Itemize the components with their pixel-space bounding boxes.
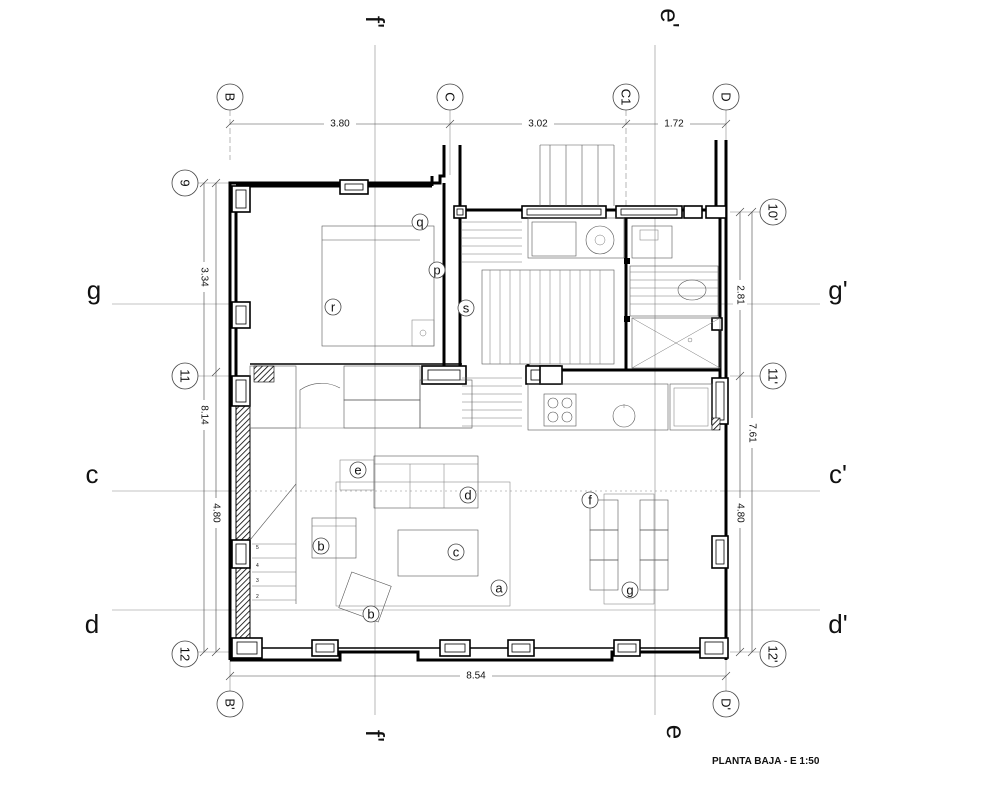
grid-bubble-10p xyxy=(759,198,787,226)
grid-bubble-11 xyxy=(171,362,199,390)
grid-label-b-prime: B' xyxy=(223,698,238,709)
grid-label-d: D xyxy=(719,92,734,101)
room-labels: q p r s e d f b c a g b xyxy=(312,213,639,623)
room-label-a: a xyxy=(495,581,503,596)
dim-bottom: 8.54 xyxy=(466,671,486,682)
grid-bubble-9 xyxy=(171,169,199,197)
grid-label-11: 11 xyxy=(178,369,193,383)
grid-label-11p: 11' xyxy=(766,368,781,384)
dim-right-total: 7.61 xyxy=(747,423,758,443)
dim-left-total: 8.14 xyxy=(199,405,210,425)
grid-bubble-12 xyxy=(171,640,199,668)
room-label-d: d xyxy=(464,488,471,503)
room-label-f: f xyxy=(588,493,592,508)
drawing-title: PLANTA BAJA - E 1:50 xyxy=(712,756,820,767)
dim-top-1: 3.80 xyxy=(330,119,350,130)
room-label-q: q xyxy=(416,215,423,230)
grid-bubble-12p xyxy=(759,640,787,668)
grid-label-d-prime: D' xyxy=(719,698,734,710)
dim-left-2: 4.80 xyxy=(211,503,222,523)
section-label-c-right: c' xyxy=(829,459,847,489)
room-label-e: e xyxy=(354,463,361,478)
grid-label-12p: 12' xyxy=(766,646,781,663)
stair-step-5: 5 xyxy=(256,545,259,551)
stair-step-3: 3 xyxy=(256,578,259,584)
section-label-e-top: e' xyxy=(655,8,685,27)
room-label-s: s xyxy=(463,301,470,316)
section-label-g-left: g xyxy=(87,275,101,305)
grid-bubble-c xyxy=(436,83,464,111)
dim-right-1: 2.81 xyxy=(735,285,746,305)
grid-label-c: C xyxy=(443,92,458,101)
columns xyxy=(231,179,729,659)
dim-left-1: 3.34 xyxy=(199,267,210,287)
room-label-b-1: b xyxy=(317,539,324,554)
grid-bubble-c1 xyxy=(612,83,640,111)
room-label-g: g xyxy=(626,583,633,598)
section-label-f-bottom: f' xyxy=(360,730,390,742)
stair-step-4: 4 xyxy=(256,563,259,569)
grid-label-9: 9 xyxy=(178,179,193,186)
section-label-f-top: f' xyxy=(360,16,390,28)
grid-label-10p: 10' xyxy=(766,204,781,221)
section-labels: f' e' f' e g g' c c' d d' xyxy=(85,8,848,742)
section-label-c-left: c xyxy=(86,459,99,489)
room-label-r: r xyxy=(331,300,336,315)
grid-label-b: B xyxy=(223,93,238,102)
grid-label-12: 12 xyxy=(178,647,193,661)
grid-lines xyxy=(112,45,820,715)
stair-step-2: 2 xyxy=(256,594,259,600)
dimension-labels: 3.80 3.02 1.72 8.54 3.34 8.14 4.80 2.81 … xyxy=(197,117,759,682)
room-label-c: c xyxy=(453,545,460,560)
stair-step-numbers: 5 4 3 2 xyxy=(256,545,259,600)
dim-top-2: 3.02 xyxy=(528,119,548,130)
grid-bubble-b xyxy=(216,83,244,111)
dim-right-2: 4.80 xyxy=(735,503,746,523)
grid-bubble-11p xyxy=(759,362,787,390)
grid-bubble-d-prime xyxy=(712,690,740,718)
grid-label-c1: C1 xyxy=(619,89,634,106)
dimension-lines xyxy=(199,119,757,681)
grid-bubble-b-prime xyxy=(216,690,244,718)
section-label-g-right: g' xyxy=(828,275,847,305)
room-label-b-2: b xyxy=(367,607,374,622)
grid-bubbles: B C C1 D B' D' 9 10' 11 11' 12 12' xyxy=(171,83,787,718)
grid-bubble-d xyxy=(712,83,740,111)
section-label-e-bottom: e xyxy=(661,725,691,739)
dim-top-3: 1.72 xyxy=(664,119,684,130)
section-label-d-right: d' xyxy=(828,609,847,639)
room-label-p: p xyxy=(433,263,440,278)
section-label-d-left: d xyxy=(85,609,99,639)
furniture xyxy=(249,144,721,623)
